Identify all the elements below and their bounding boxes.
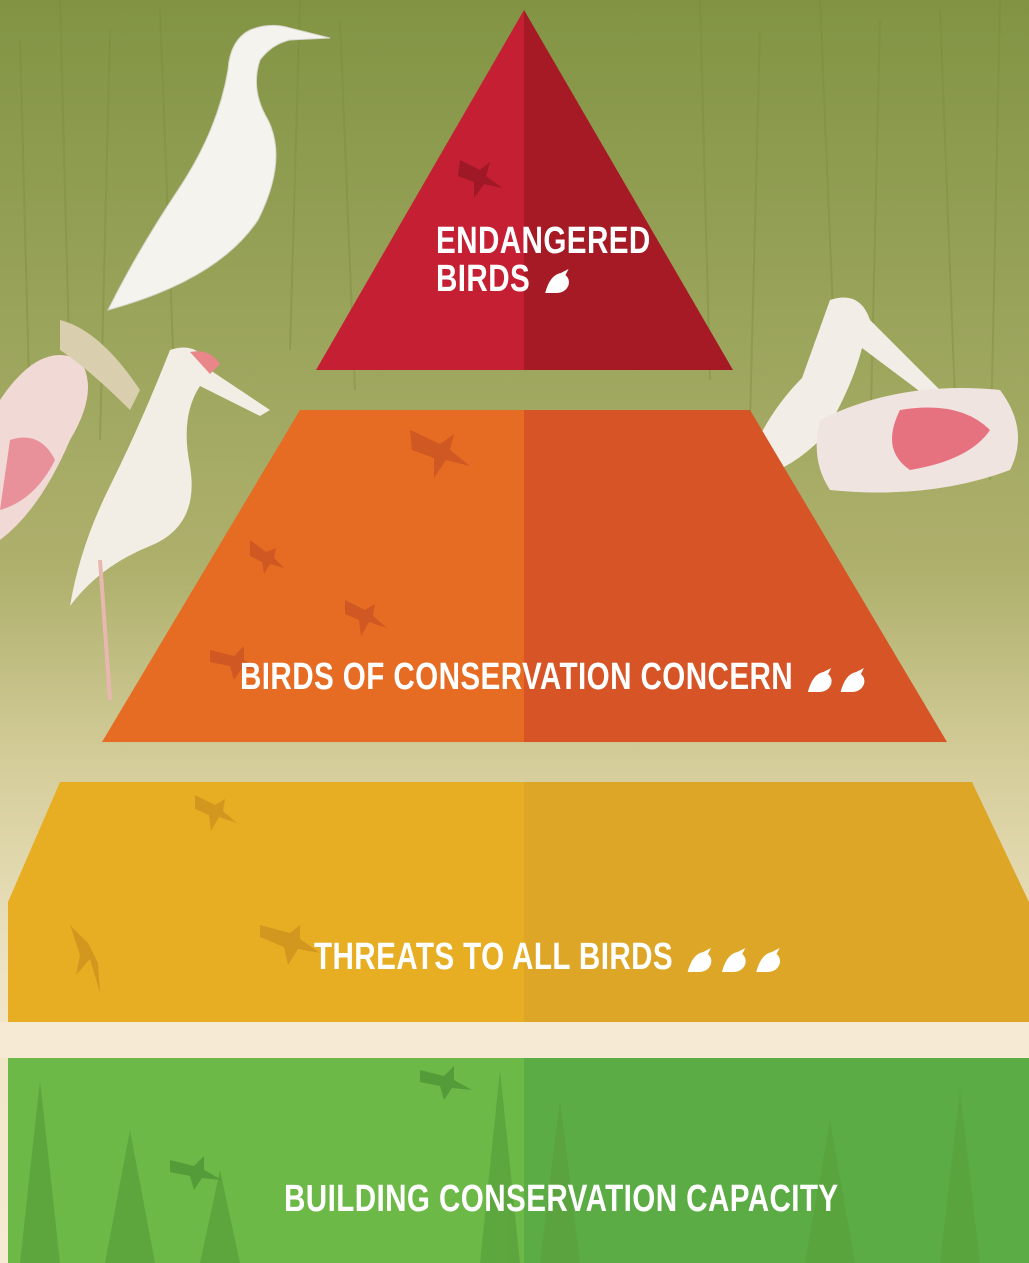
- flying-bird-icon: [210, 646, 262, 680]
- flying-bird-icon: [195, 795, 237, 831]
- cream-separator: [0, 1022, 1029, 1058]
- tier-threats-label-row: THREATS TO ALL BIRDS: [314, 938, 794, 976]
- tier-threats-shape: [8, 782, 1029, 1022]
- spoonbill-left-illustration: [0, 320, 140, 540]
- flying-bird-icon: [70, 925, 100, 993]
- flying-bird-icon: [345, 600, 387, 636]
- tier-endangered-label: ENDANGERED BIRDS: [436, 222, 651, 298]
- two-birds-icon: [807, 667, 865, 692]
- flying-bird-icon: [410, 430, 470, 478]
- tier-concern-label-row: BIRDS OF CONSERVATION CONCERN: [240, 658, 880, 696]
- tier-concern-label: BIRDS OF CONSERVATION CONCERN: [240, 656, 794, 698]
- tier-capacity-shape: [8, 1058, 1029, 1263]
- tier-threats-label: THREATS TO ALL BIRDS: [314, 936, 674, 978]
- flying-bird-icon: [420, 1066, 472, 1100]
- egret-illustration: [107, 24, 331, 311]
- small-bird-icon: [545, 268, 569, 293]
- spoonbill-right-illustration: [742, 297, 1018, 493]
- tier-endangered-line2-row: BIRDS: [436, 260, 651, 298]
- tier-capacity-label: BUILDING CONSERVATION CAPACITY: [284, 1178, 839, 1220]
- three-birds-icon: [687, 947, 781, 972]
- flying-bird-icon: [458, 160, 502, 198]
- flying-bird-icon: [250, 540, 284, 574]
- ibis-illustration: [70, 347, 270, 701]
- flying-bird-icon: [170, 1156, 222, 1190]
- tier-endangered-line2: BIRDS: [436, 258, 531, 300]
- tier-concern-shape: [102, 410, 947, 742]
- pine-tree-icons: [20, 1070, 980, 1263]
- tier-endangered-line1: ENDANGERED: [436, 220, 651, 262]
- flying-bird-icon: [260, 925, 320, 965]
- tier-endangered-shape: [316, 10, 733, 370]
